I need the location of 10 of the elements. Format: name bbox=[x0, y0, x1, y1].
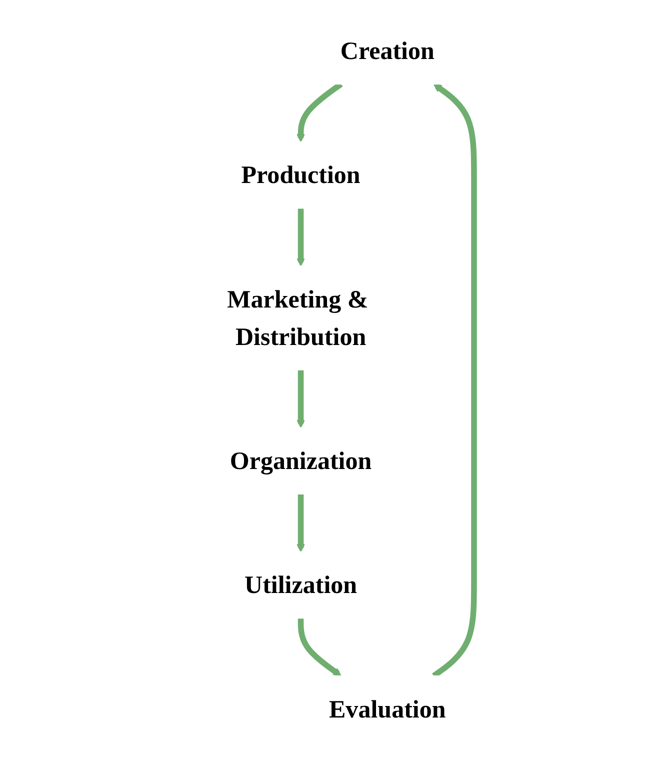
node-text: Marketing & Distribution bbox=[226, 284, 368, 350]
arrow bbox=[296, 494, 305, 552]
arrow bbox=[298, 618, 342, 676]
node-text: Production bbox=[241, 160, 360, 188]
arrow bbox=[296, 208, 305, 266]
node-text: Evaluation bbox=[328, 694, 446, 723]
arrow bbox=[296, 369, 305, 428]
node-text: Utilization bbox=[244, 570, 357, 598]
node-text: Organization bbox=[230, 446, 372, 474]
node-text: Creation bbox=[340, 36, 434, 64]
